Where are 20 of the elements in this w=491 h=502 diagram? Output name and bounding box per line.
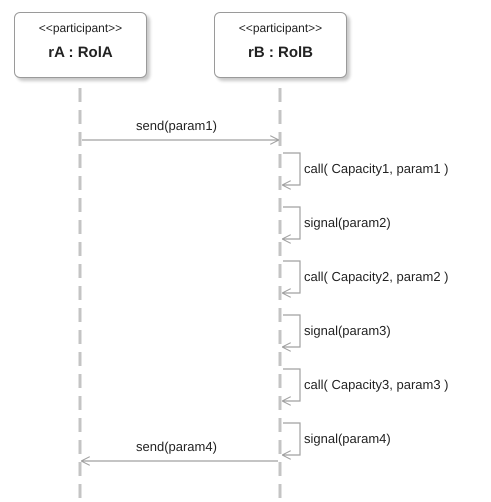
stereotype-label: <<participant>> xyxy=(238,21,324,35)
self-message-arrow xyxy=(282,260,301,298)
message-label: call( Capacity2, param2 ) xyxy=(303,269,450,284)
message-label: send(param1) xyxy=(135,118,218,133)
message-arrow xyxy=(80,456,278,466)
message-label: send(param4) xyxy=(135,439,218,454)
self-message-arrow xyxy=(282,422,301,460)
self-message-arrow xyxy=(282,152,301,190)
message-label: signal(param3) xyxy=(303,323,392,338)
self-message-arrow xyxy=(282,206,301,244)
participant-name: rA : RolA xyxy=(47,44,114,61)
message-label: call( Capacity1, param1 ) xyxy=(303,161,450,176)
participant-name: rB : RolB xyxy=(247,44,314,61)
message-label: signal(param2) xyxy=(303,215,392,230)
self-message-arrow xyxy=(282,368,301,406)
message-arrow xyxy=(82,134,280,146)
self-message-arrow xyxy=(282,314,301,352)
message-label: signal(param4) xyxy=(303,431,392,446)
message-label: call( Capacity3, param3 ) xyxy=(303,377,450,392)
stereotype-label: <<participant>> xyxy=(38,21,124,35)
